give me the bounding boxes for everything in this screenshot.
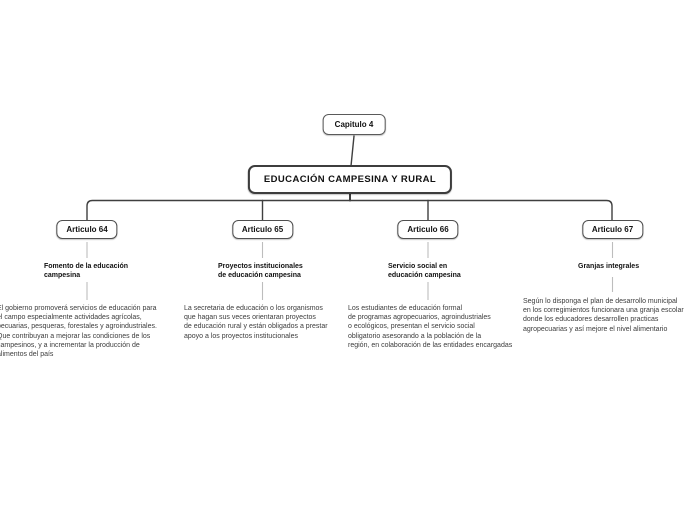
node-articulo-66[interactable]: Articulo 66	[397, 220, 459, 239]
node-description-articulo-64[interactable]: El gobierno promoverá servicios de educa…	[0, 305, 157, 359]
node-subtitle-articulo-67[interactable]: Granjas integrales	[578, 263, 640, 270]
node-subtitle-articulo-64[interactable]: Fomento de la educación campesina	[44, 263, 129, 280]
node-articulo-67[interactable]: Articulo 67	[581, 220, 644, 239]
node-description-articulo-67[interactable]: Según lo disponga el plan de desarrollo …	[523, 298, 684, 333]
node-educacion-campesina-y-rural[interactable]: EDUCACIÓN CAMPESINA Y RURAL	[247, 165, 453, 194]
node-articulo-64[interactable]: Articulo 64	[56, 220, 118, 239]
node-subtitle-articulo-66[interactable]: Servicio social en educación campesina	[388, 263, 461, 280]
node-description-articulo-65[interactable]: La secretaria de educación o los organis…	[184, 305, 328, 340]
node-articulo-65[interactable]: Articulo 65	[231, 220, 294, 239]
node-description-articulo-66[interactable]: Los estudiantes de educación formal de p…	[348, 305, 513, 349]
node-capitulo-4[interactable]: Capitulo 4	[322, 114, 386, 135]
node-subtitle-articulo-65[interactable]: Proyectos institucionales de educación c…	[218, 263, 303, 280]
